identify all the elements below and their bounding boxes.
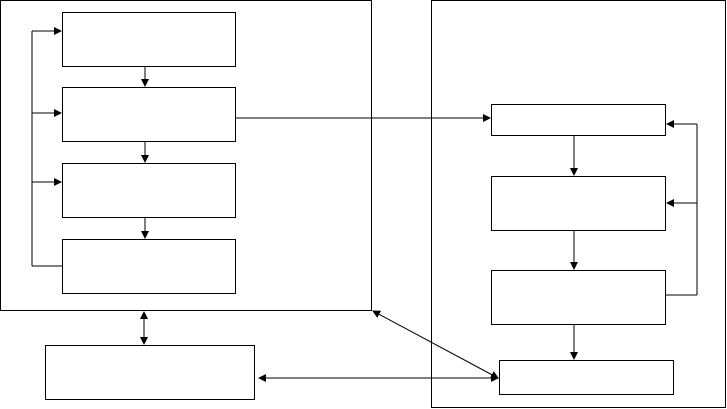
left-group-container xyxy=(0,0,372,311)
right-box-3-label xyxy=(492,271,665,324)
left-box-1-label xyxy=(63,13,235,66)
left-box-3-label xyxy=(63,164,235,217)
right-box-4-label xyxy=(500,361,673,394)
left-box-4-label xyxy=(63,240,235,293)
bottom-left-box xyxy=(45,345,255,400)
left-box-3 xyxy=(62,163,236,218)
arrow-left-group-right-4 xyxy=(372,310,499,379)
left-box-1 xyxy=(62,12,236,67)
left-box-2 xyxy=(62,87,236,142)
right-box-1 xyxy=(491,104,666,136)
right-group-container xyxy=(431,0,726,408)
left-box-4 xyxy=(62,239,236,294)
right-box-2 xyxy=(491,176,666,231)
bottom-left-box-label xyxy=(46,346,254,399)
right-box-3 xyxy=(491,270,666,325)
left-box-2-label xyxy=(63,88,235,141)
right-box-1-label xyxy=(492,105,665,135)
right-box-4 xyxy=(499,360,674,395)
right-box-2-label xyxy=(492,177,665,230)
